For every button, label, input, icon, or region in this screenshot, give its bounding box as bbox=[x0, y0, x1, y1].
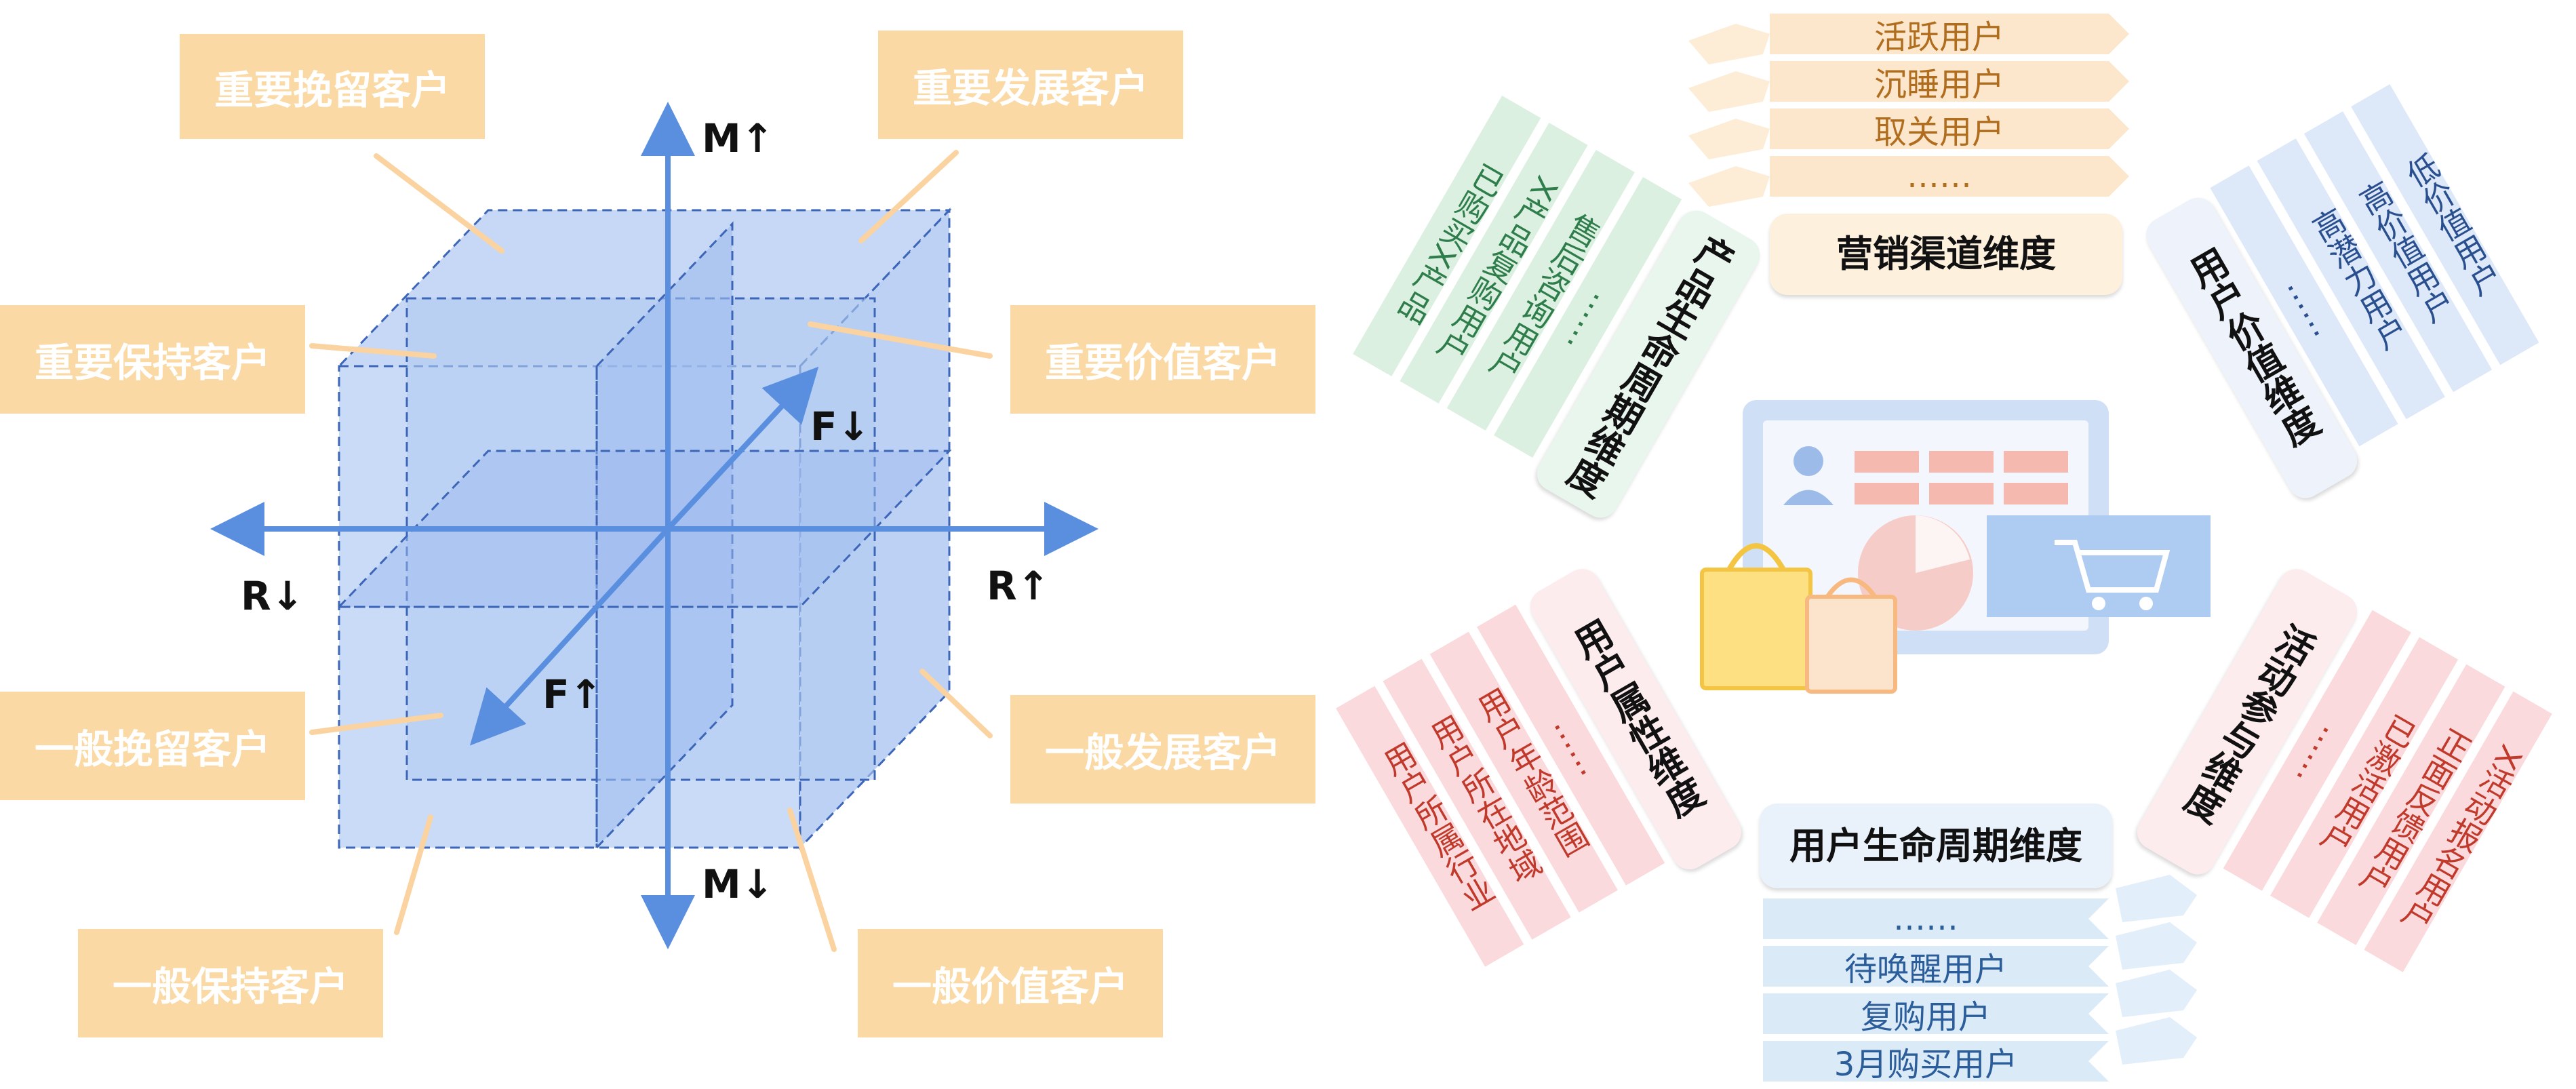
f-axis-back bbox=[666, 366, 819, 531]
axis-label-r-down: R↓ bbox=[241, 573, 304, 619]
label-important-develop: 重要发展客户 bbox=[878, 31, 1183, 139]
f-axis-front bbox=[470, 527, 670, 746]
label-important-keep: 重要保持客户 bbox=[0, 305, 305, 414]
label-important-retain: 重要挽留客户 bbox=[180, 34, 485, 139]
rfm-axes bbox=[210, 102, 1098, 949]
tag-repurchase-users: 复购用户 bbox=[1860, 998, 1991, 1036]
label-general-retain: 一般挽留客户 bbox=[0, 692, 305, 800]
label-important-value: 重要价值客户 bbox=[1010, 305, 1315, 414]
tag-to-wake-users: 待唤醒用户 bbox=[1844, 951, 2007, 989]
tag-3month-buyers: 3月购买用户 bbox=[1834, 1046, 2018, 1084]
rfm-cube-graphic bbox=[210, 102, 1098, 952]
card-user-lifecycle[interactable]: 用户生命周期维度 bbox=[1760, 804, 2112, 888]
label-general-keep: 一般保持客户 bbox=[78, 929, 383, 1037]
tag-lifecycle-more: …… bbox=[1893, 900, 1958, 938]
tag-marketing-more: …… bbox=[1907, 157, 1972, 195]
label-general-value: 一般价值客户 bbox=[858, 929, 1163, 1037]
axis-label-m-down: M↓ bbox=[702, 861, 774, 907]
axis-label-f-down: F↓ bbox=[810, 403, 871, 450]
axis-label-f-up: F↑ bbox=[542, 671, 603, 717]
axis-label-r-up: R↑ bbox=[987, 563, 1050, 609]
label-connectors bbox=[309, 150, 993, 952]
tag-active-users: 活跃用户 bbox=[1874, 18, 2004, 56]
tag-unfollow-users: 取关用户 bbox=[1874, 113, 2004, 151]
axis-label-m-up: M↑ bbox=[702, 115, 774, 161]
card-marketing-channel[interactable]: 营销渠道维度 bbox=[1770, 214, 2122, 295]
tag-dormant-users: 沉睡用户 bbox=[1874, 66, 2004, 104]
shopping-bag-orange bbox=[1805, 595, 1897, 694]
label-general-develop: 一般发展客户 bbox=[1010, 695, 1315, 804]
